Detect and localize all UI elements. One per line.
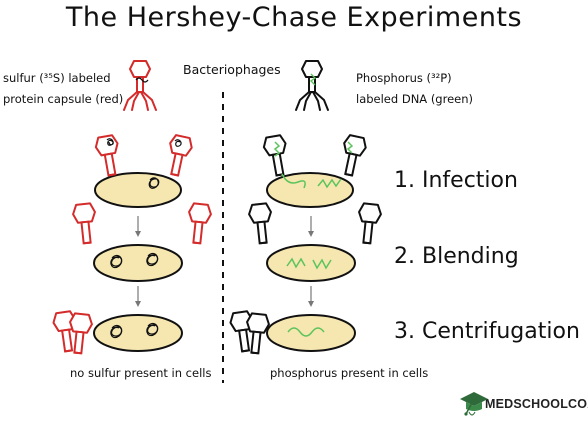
- bacteriophage-icon: [71, 202, 213, 246]
- diagram-title: The Hershey-Chase Experiments: [65, 2, 523, 33]
- phosphorus-label-note: Phosphorus (³²P) labeled DNA (green): [356, 68, 473, 110]
- dna-strand: [273, 141, 354, 189]
- phosphorus-note-line-2: labeled DNA (green): [356, 92, 474, 106]
- arrow-down-icon: [308, 286, 314, 307]
- sulfur-note-line-2: protein capsule (red): [3, 92, 124, 106]
- brand-name: MEDSCHOOLCOACH: [485, 397, 588, 411]
- step-blending: 2. Blending: [394, 244, 519, 269]
- dna-strand: [286, 257, 332, 270]
- caption-phosphorus: phosphorus present in cells: [270, 366, 429, 380]
- caption-no-sulfur: no sulfur present in cells: [70, 366, 212, 380]
- arrow-down-icon: [308, 216, 314, 237]
- bacteriophage-icon: [228, 309, 271, 356]
- graduation-cap-icon: [460, 392, 488, 416]
- cell-right-infection: [266, 172, 354, 208]
- bacteriophages-label: Bacteriophages: [183, 62, 281, 77]
- dna-tangle: [110, 322, 159, 339]
- bacteriophage-icon: [261, 133, 369, 179]
- dna-strand: [287, 327, 325, 337]
- bacteriophage-icon: [295, 60, 329, 111]
- bacteriophage-icon: [123, 60, 157, 111]
- cell-right-blending: [266, 244, 356, 282]
- dna-tangle: [110, 252, 159, 269]
- arrow-down-icon: [135, 216, 141, 237]
- bacteriophage-icon: [247, 202, 383, 246]
- arrow-down-icon: [135, 286, 141, 307]
- cell-left-blending: [93, 244, 183, 282]
- sulfur-label-note: sulfur (³⁵S) labeled protein capsule (re…: [3, 68, 123, 110]
- phosphorus-note-line-1: Phosphorus (³²P): [356, 71, 452, 85]
- cell-left-infection: [94, 172, 182, 208]
- step-infection: 1. Infection: [394, 168, 518, 193]
- step-centrifugation: 3. Centrifugation: [394, 319, 580, 344]
- sulfur-note-line-1: sulfur (³⁵S) labeled: [3, 71, 111, 85]
- dna-tangle: [106, 138, 182, 189]
- bacteriophage-icon: [51, 309, 94, 356]
- cell-left-centrifugation: [93, 314, 183, 352]
